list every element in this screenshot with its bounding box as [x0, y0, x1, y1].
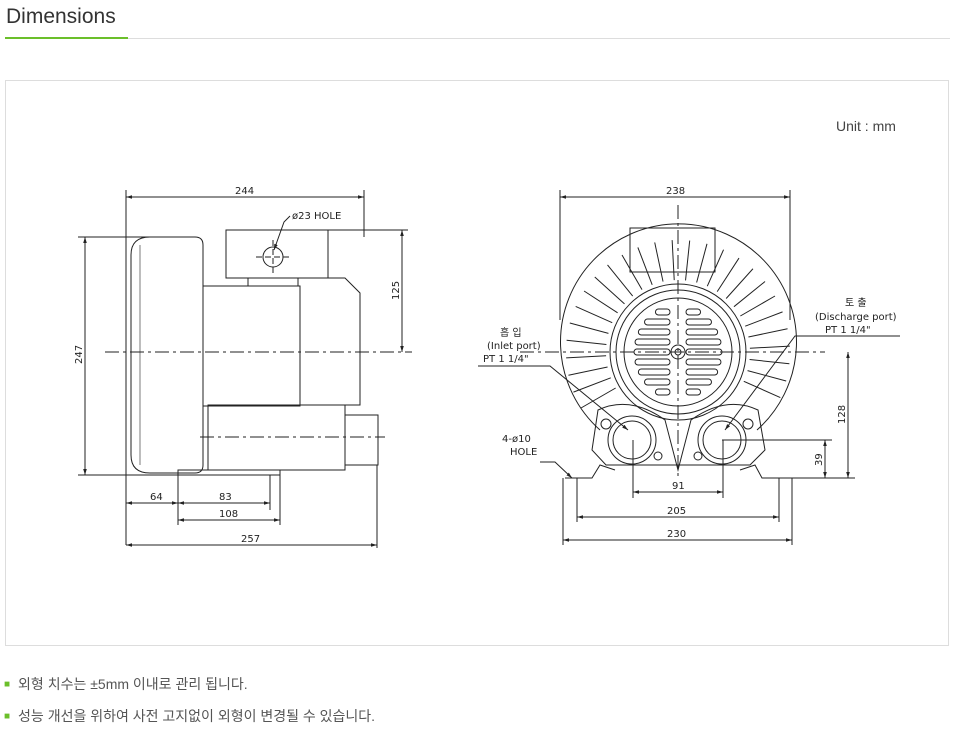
dim-244: 244: [235, 186, 254, 197]
fin-line: [594, 276, 625, 305]
fin-line: [580, 387, 616, 409]
note-item: ■ 성능 개선을 위하여 사전 고지없이 외형이 변경될 수 있습니다.: [4, 706, 375, 726]
grille-slot: [644, 318, 671, 326]
fin-line: [745, 311, 783, 327]
fin-line: [583, 290, 618, 314]
title-divider: [5, 38, 950, 39]
inlet-size: PT 1 1/4": [483, 354, 529, 365]
front-view: [478, 190, 900, 545]
fin-line: [747, 370, 787, 382]
fin-line: [654, 242, 664, 282]
grille-slot: [685, 378, 712, 386]
fin-line: [671, 240, 675, 281]
bullet-icon: ■: [4, 711, 11, 722]
dim-108: 108: [219, 509, 238, 520]
grille-slot: [644, 378, 671, 386]
bullet-icon: ■: [4, 679, 11, 690]
fin-line: [725, 268, 754, 299]
fin-line: [748, 328, 788, 338]
fin-line: [716, 257, 740, 292]
grille-slot: [654, 388, 671, 396]
discharge-label-kr: 토 출: [845, 297, 867, 309]
grille-slot: [685, 368, 719, 376]
grille-slot: [637, 328, 671, 336]
fin-line: [749, 345, 790, 349]
grille-slot: [634, 358, 671, 366]
discharge-size: PT 1 1/4": [825, 325, 871, 336]
section-title: Dimensions: [6, 5, 116, 28]
title-accent-bar: [5, 37, 128, 39]
fin-line: [569, 322, 609, 334]
dim-257: 257: [241, 534, 260, 545]
fin-line: [696, 243, 708, 283]
dim-39: 39: [814, 453, 825, 466]
grille-slot: [685, 358, 722, 366]
fin-line: [749, 359, 790, 365]
fin-line: [566, 339, 607, 345]
grille-slot: [634, 338, 671, 346]
fin-line: [685, 240, 691, 281]
discharge-label-en: (Discharge port): [815, 312, 897, 323]
fin-line: [621, 254, 643, 290]
fin-line: [740, 295, 776, 317]
grille-slot: [685, 388, 702, 396]
fin-line: [743, 380, 781, 399]
dim-247: 247: [74, 345, 85, 364]
unit-label: Unit : mm: [836, 118, 896, 134]
inlet-label-kr: 흡 입: [500, 326, 522, 339]
fin-line: [637, 247, 653, 285]
inlet-label-en: (Inlet port): [487, 341, 541, 352]
dim-205: 205: [667, 506, 686, 517]
fin-line: [575, 305, 613, 324]
hole-label: ø23 HOLE: [292, 211, 341, 222]
dim-83: 83: [219, 492, 232, 503]
dim-238: 238: [666, 186, 685, 197]
mount-hole-label: 4-ø10: [502, 434, 531, 445]
grille-slot: [685, 338, 722, 346]
dim-128: 128: [837, 405, 848, 424]
drawing-frame: [5, 80, 949, 646]
fin-line: [733, 281, 766, 308]
dim-230: 230: [667, 529, 686, 540]
dim-125: 125: [391, 281, 402, 300]
note-text: 외형 치수는 ±5mm 이내로 관리 됩니다.: [18, 676, 248, 692]
grille-slot: [637, 368, 671, 376]
note-item: ■ 외형 치수는 ±5mm 이내로 관리 됩니다.: [4, 674, 248, 694]
fin-line: [568, 366, 608, 376]
grille-slot: [685, 318, 712, 326]
grille-slot: [654, 308, 671, 316]
mount-hole-label-2: HOLE: [510, 447, 537, 458]
grille-slot: [685, 328, 719, 336]
dim-64: 64: [150, 492, 163, 503]
side-view: [78, 190, 412, 548]
note-text: 성능 개선을 위하여 사전 고지없이 외형이 변경될 수 있습니다.: [18, 708, 376, 724]
dim-91: 91: [672, 481, 685, 492]
fin-line: [566, 355, 607, 359]
grille-slot: [685, 308, 702, 316]
fin-line: [607, 264, 634, 297]
fin-line: [706, 249, 725, 287]
